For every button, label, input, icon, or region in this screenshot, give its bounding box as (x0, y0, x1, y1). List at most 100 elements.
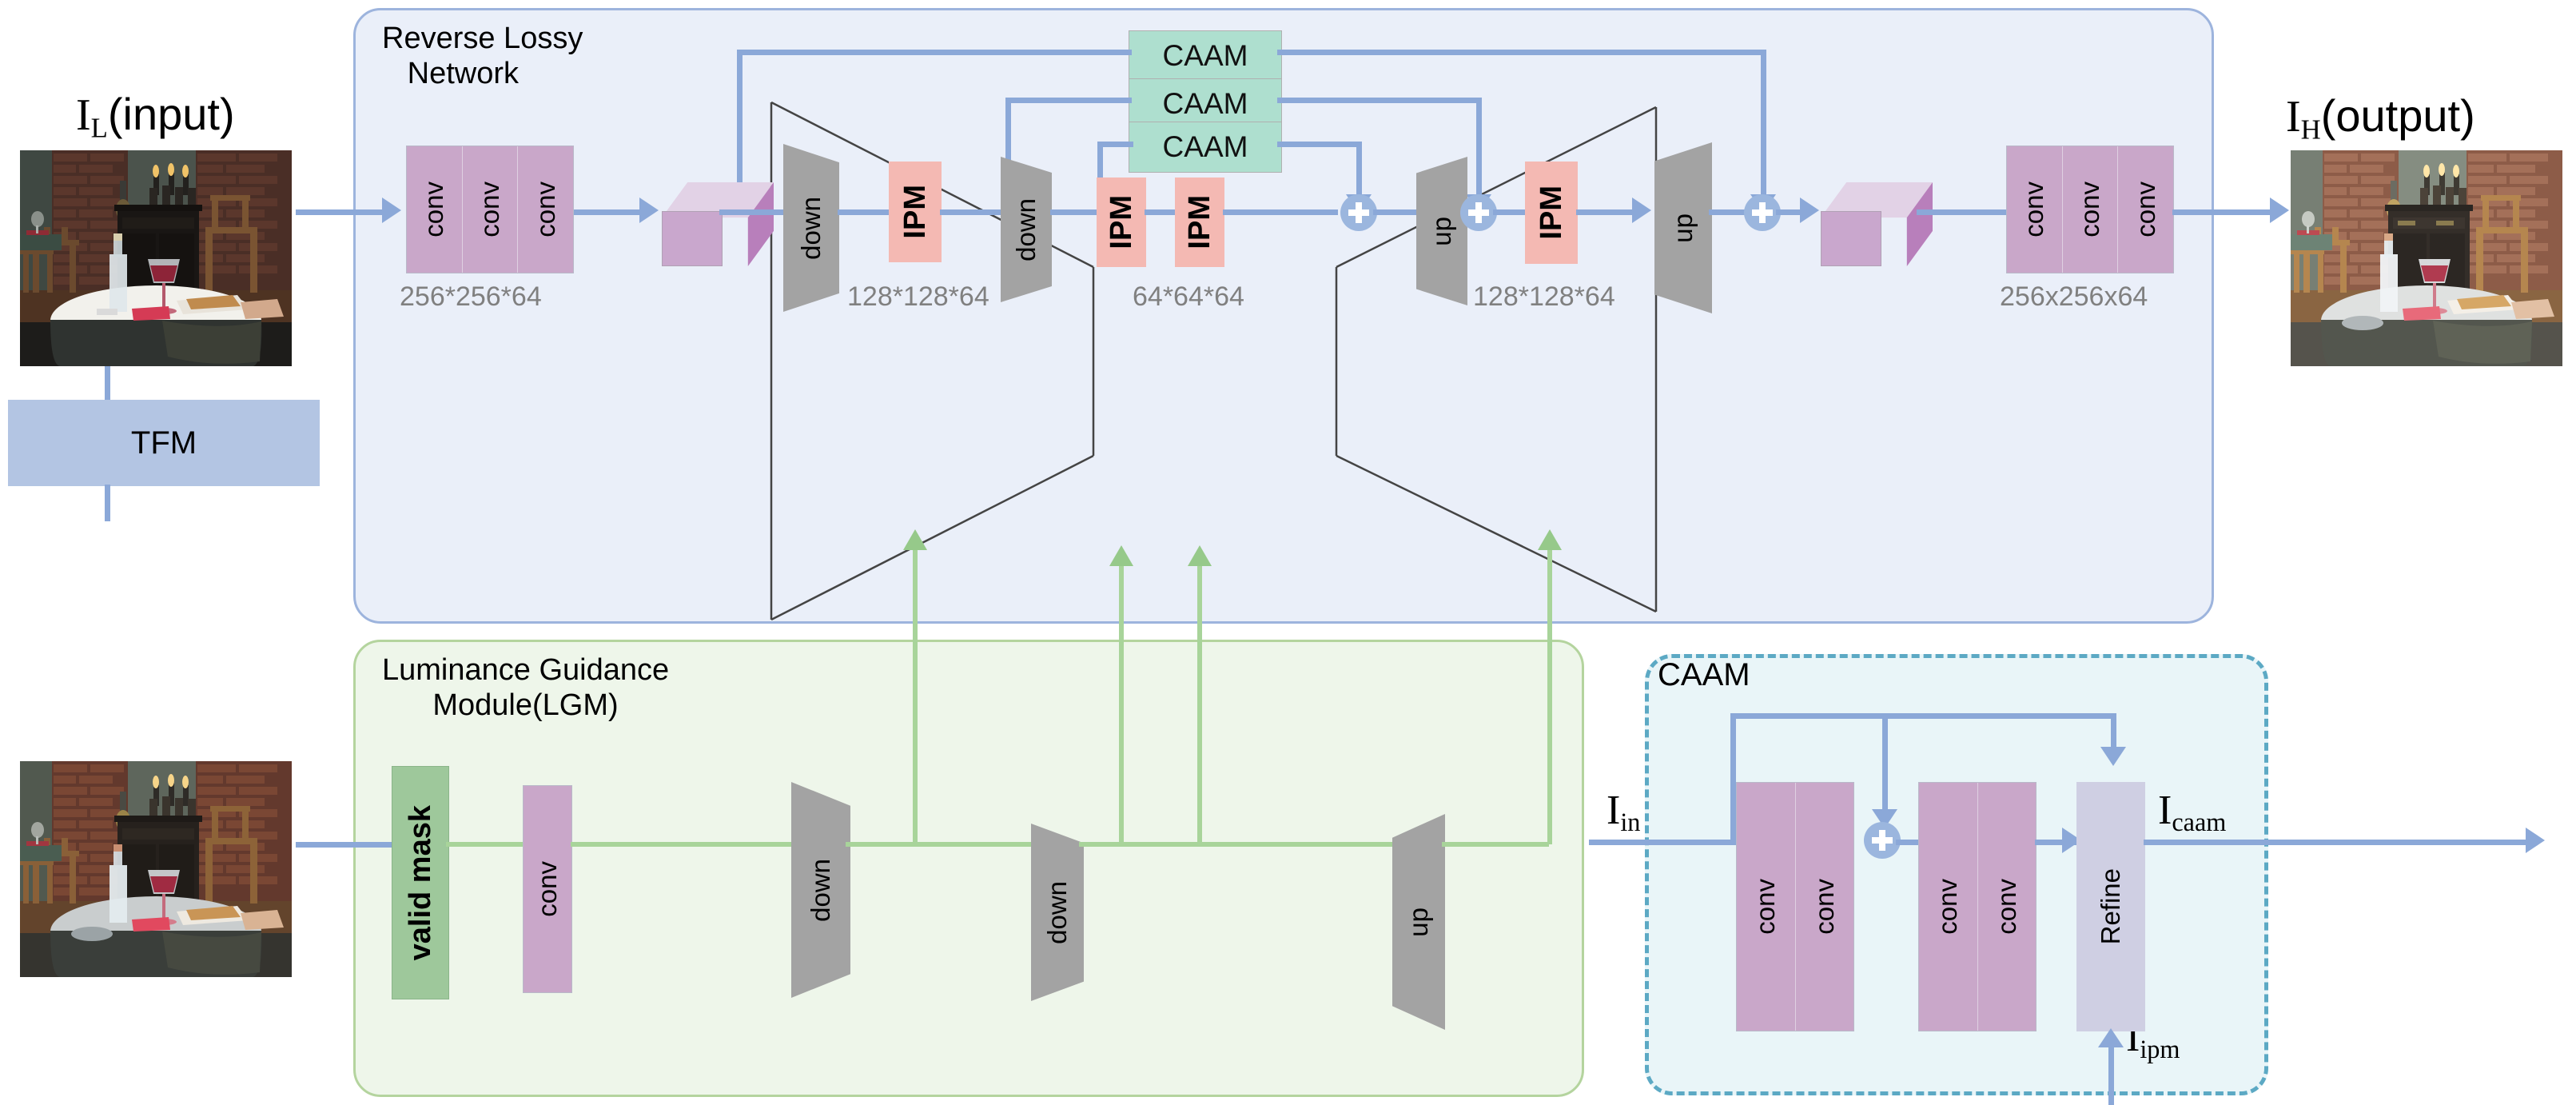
up-block-2[interactable]: up (1654, 142, 1712, 313)
caam2-out-vline (1476, 98, 1482, 198)
flow-ipm1-to-down2 (940, 209, 1005, 215)
lgm-up-block[interactable]: up (1392, 814, 1445, 1030)
caam-add-node (1864, 822, 1901, 859)
conv-label: conv (2075, 182, 2104, 237)
down-block-2[interactable]: down (1001, 157, 1052, 302)
conv-cell[interactable]: conv (463, 146, 519, 273)
output-label-paren: (output) (2320, 90, 2475, 141)
lgm-line-conv-to-down1 (571, 842, 812, 847)
tfm-label: TFM (130, 425, 197, 461)
add-node-3 (1744, 194, 1781, 231)
lgm-input-line (296, 842, 392, 848)
conv-cell[interactable]: conv (2007, 146, 2063, 273)
caam-ipm-sub: ipm (2140, 1035, 2180, 1064)
conv-cell[interactable]: conv (2118, 146, 2173, 273)
caam-conv-group-1[interactable]: conv conv (1736, 782, 1854, 1031)
flow-plus2-to-ipm4 (1493, 209, 1528, 215)
cube-front-face (1821, 210, 1881, 266)
flow-cube2-arrow (1800, 197, 1819, 223)
caam-block-2-label: CAAM (1162, 87, 1248, 120)
ipm-block-4[interactable]: IPM (1525, 162, 1578, 264)
cube-front-face (662, 210, 723, 266)
conv-label: conv (2019, 182, 2049, 237)
caam-residual-vline-right (2111, 713, 2116, 750)
lgm-line-down2-to-up (1079, 842, 1399, 847)
lgm-line-down1-to-down2 (846, 842, 1033, 847)
caam-block-3[interactable]: CAAM (1129, 122, 1282, 173)
down-block-1-label: down (796, 196, 826, 260)
dim-label-level3: 128*128*64 (1473, 281, 1615, 312)
caam-refine-block[interactable]: Refine (2076, 782, 2145, 1031)
flow-conv-to-cube (574, 209, 643, 215)
down-block-1[interactable]: down (783, 144, 839, 312)
caam-output-label: Icaam (2158, 787, 2226, 837)
conv-label: conv (2130, 182, 2160, 237)
caam2-out-hline (1277, 98, 1482, 103)
ipm-block-2[interactable]: IPM (1097, 178, 1146, 267)
lgm-down-1-label: down (806, 858, 835, 922)
conv-group-output[interactable]: conv conv conv (2006, 146, 2174, 273)
caam1-out-vline (1761, 50, 1766, 198)
caam-output-main: I (2158, 788, 2172, 833)
flow-plus1-to-up1 (1373, 209, 1421, 215)
conv-label: conv (475, 182, 504, 237)
lgm-guidance-arrow-4 (1538, 529, 1562, 550)
caam-out-line (2144, 840, 2535, 845)
caam2-in-hline (1005, 98, 1132, 103)
ipm-block-1[interactable]: IPM (889, 162, 942, 262)
ipm-block-3-label: IPM (1182, 195, 1216, 249)
lgm-guidance-arrow-2 (1109, 545, 1133, 566)
caam-block-2[interactable]: CAAM (1129, 78, 1282, 130)
conv-cell[interactable]: conv (407, 146, 463, 273)
up-block-2-label: up (1668, 213, 1698, 243)
caam-conv-group-2[interactable]: conv conv (1918, 782, 2037, 1031)
conv-cell[interactable]: conv (1919, 783, 1978, 1031)
ipm-block-1-label: IPM (898, 185, 932, 239)
flow-output-line (2172, 209, 2276, 215)
caam-block-1-label: CAAM (1162, 39, 1248, 72)
flow-up2-arrow (1632, 197, 1651, 223)
caam-block-1[interactable]: CAAM (1129, 30, 1282, 82)
tfm-block[interactable]: TFM (8, 400, 320, 486)
lgm-guidance-branch-3 (1197, 561, 1202, 844)
ipm-block-3[interactable]: IPM (1175, 178, 1224, 267)
feature-cube-right (1821, 182, 1933, 266)
conv-cell[interactable]: conv (1796, 783, 1854, 1031)
conv-label: conv (530, 182, 560, 237)
conv-cell[interactable]: conv (524, 786, 571, 992)
valid-mask-label: valid mask (403, 804, 437, 961)
caam-ipm-label: Iipm (2126, 1014, 2180, 1064)
lgm-line-mask-to-conv (446, 842, 529, 847)
lgm-guidance-arrow-1 (903, 529, 927, 550)
dim-label-output: 256x256x64 (2000, 281, 2148, 312)
conv-cell[interactable]: conv (2063, 146, 2119, 273)
flow-cube-arrow (639, 197, 659, 223)
caam-detail-title: CAAM (1658, 657, 1750, 692)
lgm-up-label: up (1403, 907, 1433, 937)
flow-up2-to-plus3 (1709, 209, 1757, 215)
valid-mask-block[interactable]: valid mask (392, 766, 449, 999)
ipm-block-4-label: IPM (1534, 185, 1568, 240)
up-block-1[interactable]: up (1416, 157, 1467, 305)
flow-input-arrow (382, 197, 401, 223)
lgm-guidance-branch-4 (1547, 545, 1552, 844)
dim-label-level1: 128*128*64 (847, 281, 989, 312)
input-to-tfm-line (105, 366, 110, 401)
caam-residual-vline-left (1730, 713, 1736, 843)
lgm-guidance-branch-2 (1119, 561, 1124, 844)
lgm-conv-block[interactable]: conv (523, 785, 572, 993)
flow-down1-to-ipm1 (838, 209, 892, 215)
output-label-sub: H (2300, 114, 2321, 146)
conv-cell[interactable]: conv (518, 146, 573, 273)
caam-ipm-input-vline (2108, 1046, 2114, 1105)
caam-skip-vline (1882, 713, 1888, 819)
conv-group-input[interactable]: conv conv conv (406, 146, 574, 273)
output-image (2291, 150, 2562, 366)
lgm-down-block-2[interactable]: down (1031, 824, 1084, 1001)
conv-cell[interactable]: conv (1978, 783, 2037, 1031)
conv-cell[interactable]: conv (1737, 783, 1796, 1031)
lgm-down-block-1[interactable]: down (791, 782, 850, 998)
input-label: IL(input) (76, 88, 235, 145)
conv-label: conv (1933, 879, 1963, 935)
feature-cube-left (662, 182, 774, 266)
